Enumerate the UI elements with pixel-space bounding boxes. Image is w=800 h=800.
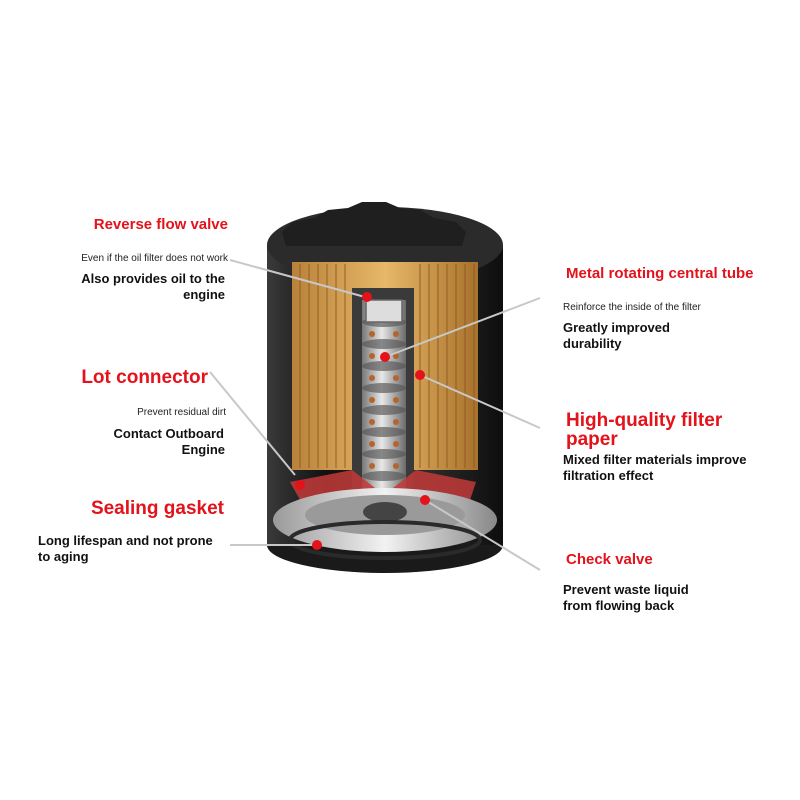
reverse-flow-valve-desc-line1: Also provides oil to the (81, 271, 225, 286)
metal-central-tube-note: Reinforce the inside of the filter (563, 302, 701, 313)
lot-connector-note: Prevent residual dirt (137, 407, 226, 418)
check-valve-title: Check valve (566, 551, 653, 568)
metal-central-tube-desc-line2: durability (563, 336, 622, 351)
leader-lines (209, 259, 541, 571)
sealing-gasket-desc-line2: to aging (38, 549, 89, 564)
base-plate (273, 470, 497, 560)
filter-paper-desc-line1: Mixed filter materials improve (563, 452, 747, 467)
marker-reverse-flow-valve (362, 292, 372, 302)
callout-markers (295, 292, 430, 550)
sealing-gasket-desc-line1: Long lifespan and not prone (38, 533, 213, 548)
sealing-gasket-title: Sealing gasket (90, 498, 224, 519)
lot-connector-title: Lot connector (81, 367, 208, 388)
check-valve-desc-line2: from flowing back (563, 598, 675, 613)
metal-central-tube-title: Metal rotating central tube (566, 265, 754, 282)
marker-metal-central-tube (380, 352, 390, 362)
filter-paper-title-line2: paper (566, 429, 618, 450)
marker-check-valve (420, 495, 430, 505)
lot-connector-desc-line1: Contact Outboard (113, 426, 225, 441)
reverse-flow-valve-note: Even if the oil filter does not work (81, 253, 228, 264)
reverse-flow-valve-title: Reverse flow valve (93, 216, 228, 233)
reverse-flow-valve-desc-line2: engine (183, 287, 225, 302)
check-valve-desc-line1: Prevent waste liquid (563, 582, 689, 597)
lot-connector-desc-line2: Engine (181, 442, 225, 457)
marker-filter-paper (415, 370, 425, 380)
filter-paper-title-line1: High-quality filter (566, 410, 723, 431)
marker-sealing-gasket (312, 540, 322, 550)
metal-central-tube-desc-line1: Greatly improved (563, 320, 670, 335)
filter-paper-desc-line2: filtration effect (563, 468, 654, 483)
central-tube (352, 288, 414, 495)
marker-lot-connector (295, 480, 305, 490)
